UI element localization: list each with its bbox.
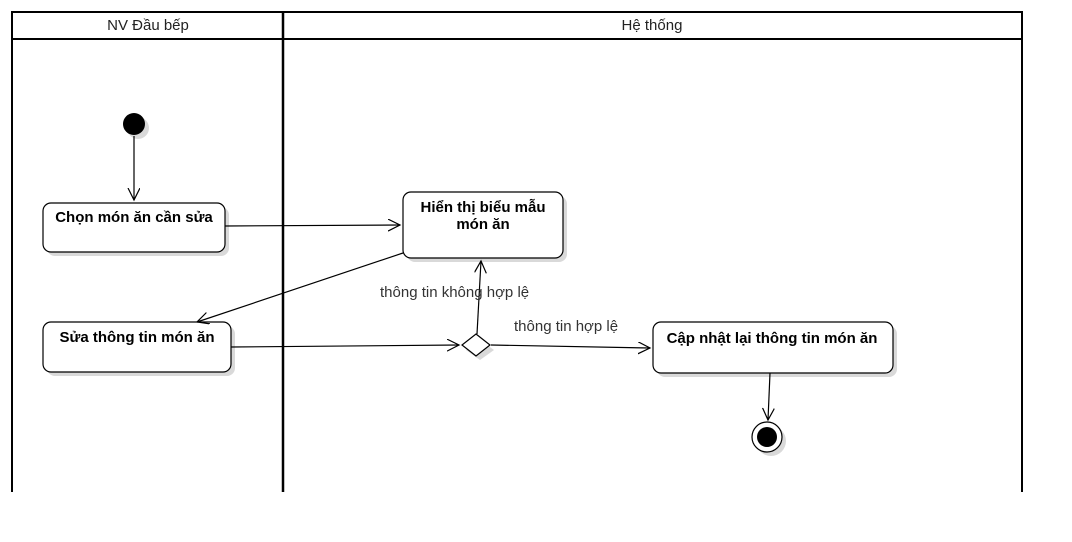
- swimlane-frame: [11, 11, 1023, 492]
- guard-invalid-info: thông tin không hợp lệ: [380, 284, 529, 301]
- action-show-form-label-line2: món ăn: [456, 216, 509, 233]
- action-update-info: Cập nhật lại thông tin món ăn: [652, 321, 897, 377]
- flow-edit-to-decision: [230, 345, 459, 347]
- lane-title-system: Hệ thống: [622, 17, 683, 34]
- flow-show-form-to-edit: [197, 252, 404, 322]
- flow-decision-to-show-form: [477, 261, 481, 335]
- action-edit-info: Sửa thông tin món ăn: [42, 321, 235, 376]
- action-choose-dish: Chọn món ăn cần sửa: [42, 202, 229, 256]
- flow-choose-to-show-form: [224, 225, 400, 226]
- lane-title-chef: NV Đầu bếp: [107, 17, 189, 34]
- decision-node: [461, 333, 494, 360]
- action-show-form: Hiển thị biểu mẫu món ăn: [402, 191, 567, 262]
- guard-valid-info: thông tin hợp lệ: [514, 318, 618, 335]
- action-update-info-label: Cập nhật lại thông tin món ăn: [667, 330, 878, 347]
- flow-decision-to-update: [490, 345, 650, 348]
- flow-update-to-final: [768, 372, 770, 420]
- initial-node: [123, 113, 149, 139]
- action-show-form-label-line1: Hiển thị biểu mẫu: [420, 199, 545, 216]
- final-node: [751, 421, 786, 456]
- action-edit-info-label: Sửa thông tin món ăn: [59, 329, 214, 346]
- action-choose-dish-label: Chọn món ăn cần sửa: [55, 209, 213, 226]
